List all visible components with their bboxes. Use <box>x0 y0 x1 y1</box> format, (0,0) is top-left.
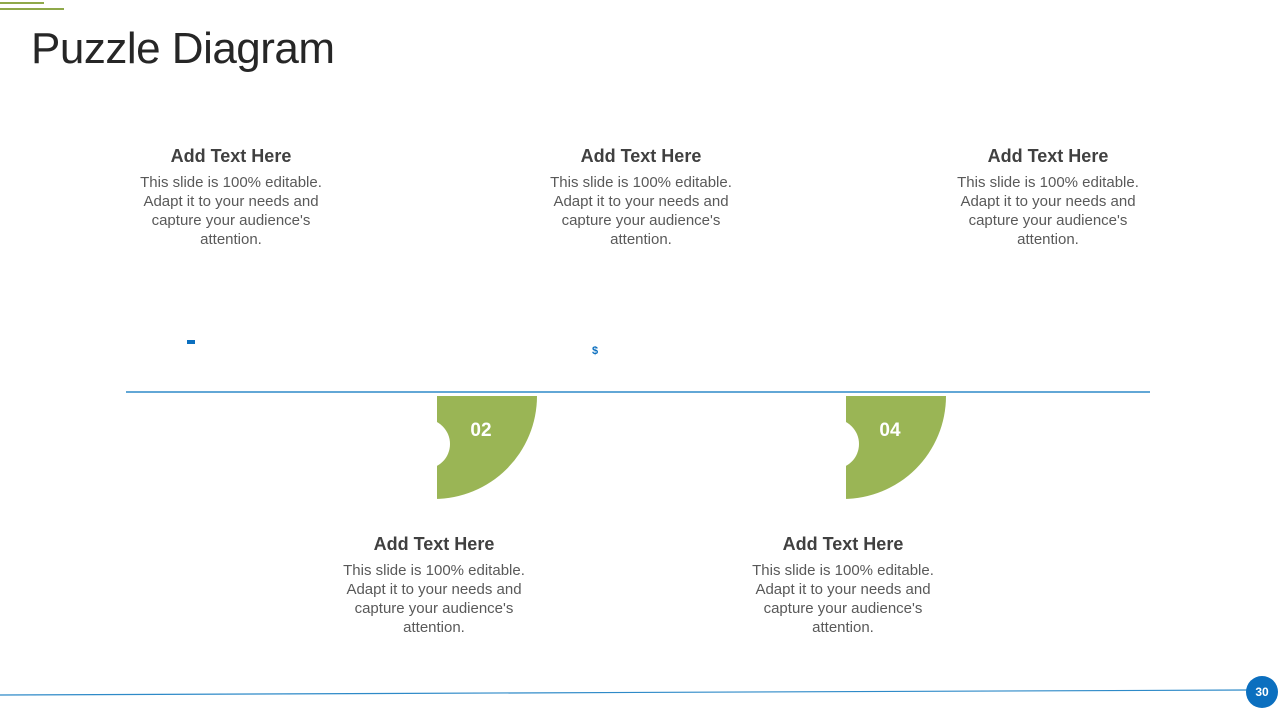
svg-text:$: $ <box>592 345 598 357</box>
half-circle-01 <box>126 287 332 390</box>
text-block-05: Add Text Here This slide is 100% editabl… <box>943 146 1153 249</box>
growth-chart-icon <box>362 410 391 442</box>
puzzle-piece-04: 04 <box>740 396 946 499</box>
step-number-05: 05 <box>1092 350 1114 371</box>
text-block-01: Add Text Here This slide is 100% editabl… <box>126 146 336 249</box>
text-block-04: Add Text Here This slide is 100% editabl… <box>738 534 948 637</box>
gear-person-icon <box>988 338 1029 373</box>
money-bag-hand-icon: $ <box>573 336 608 375</box>
page-number-badge: 30 <box>1246 676 1278 708</box>
text-heading-01: Add Text Here <box>170 146 292 166</box>
hands-distribution-icon <box>770 410 802 442</box>
text-heading-05: Add Text Here <box>987 146 1109 166</box>
page-title: Puzzle Diagram <box>31 24 335 73</box>
step-number-02: 02 <box>470 420 491 441</box>
step-number-01: 01 <box>274 348 296 369</box>
text-body-03: This slide is 100% editable. Adapt it to… <box>550 174 732 248</box>
half-circle-05 <box>944 287 1150 390</box>
text-body-01: This slide is 100% editable. Adapt it to… <box>140 174 322 248</box>
half-circle-02 <box>331 396 537 499</box>
step-number-04: 04 <box>879 420 901 441</box>
clipboard-icon <box>178 338 206 375</box>
step-number-03: 03 <box>683 348 704 369</box>
half-circle-04 <box>740 396 946 499</box>
puzzle-piece-05: 05 <box>944 287 1150 390</box>
puzzle-piece-03: 03 $ <box>535 287 741 390</box>
footer-line <box>0 689 1249 696</box>
decor-line-top <box>0 2 44 4</box>
text-body-02: This slide is 100% editable. Adapt it to… <box>343 562 525 636</box>
text-body-05: This slide is 100% editable. Adapt it to… <box>957 174 1139 248</box>
text-body-04: This slide is 100% editable. Adapt it to… <box>752 562 934 636</box>
text-heading-04: Add Text Here <box>782 534 904 554</box>
puzzle-piece-02: 02 <box>331 396 537 499</box>
puzzle-piece-01: 01 <box>126 287 332 390</box>
decor-line-bottom <box>0 8 64 10</box>
half-circle-03 <box>535 287 741 390</box>
text-block-02: Add Text Here This slide is 100% editabl… <box>329 534 539 637</box>
text-heading-03: Add Text Here <box>580 146 702 166</box>
text-block-03: Add Text Here This slide is 100% editabl… <box>536 146 746 249</box>
text-heading-02: Add Text Here <box>373 534 495 554</box>
